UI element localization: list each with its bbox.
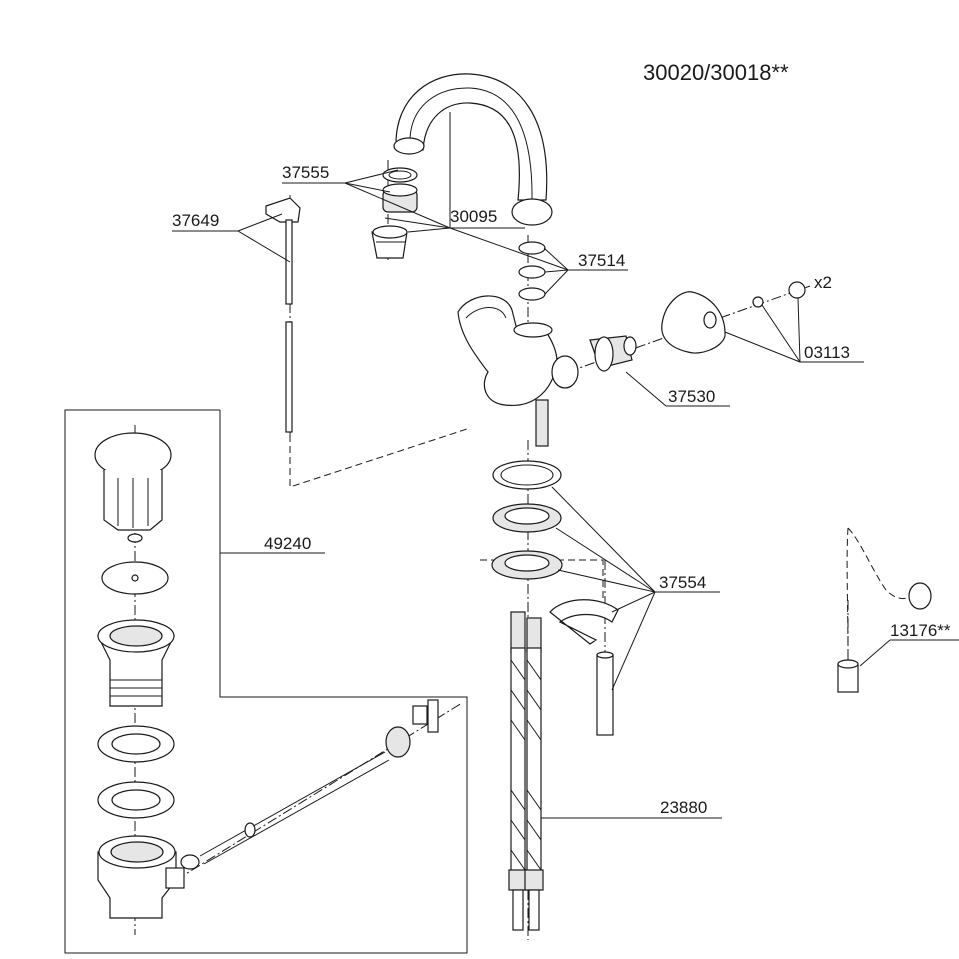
label-37514: 37514 — [578, 251, 625, 270]
handle-03113 — [661, 281, 806, 354]
label-37554: 37554 — [659, 573, 706, 592]
flexible-hoses-23880 — [508, 611, 544, 931]
label-03113: 03113 — [804, 343, 850, 362]
label-x2: x2 — [814, 273, 832, 292]
aerator-37555 — [371, 167, 418, 259]
waste-assembly-frame — [64, 409, 468, 954]
cartridge-37530 — [589, 335, 637, 372]
faucet-body — [457, 295, 579, 447]
label-30095: 30095 — [450, 207, 497, 226]
label-37649: 37649 — [172, 211, 219, 230]
mounting-kit-37554 — [491, 460, 619, 736]
model-number-title: 30020/30018** — [643, 60, 789, 85]
label-37530: 37530 — [668, 387, 715, 406]
assembly-axis-lines — [134, 160, 849, 940]
label-49240: 49240 — [264, 534, 311, 553]
leader-lines — [172, 112, 959, 819]
o-rings-37514 — [518, 241, 546, 301]
pop-up-waste-49240 — [94, 432, 439, 919]
label-37555: 37555 — [282, 163, 329, 182]
label-23880: 23880 — [660, 798, 707, 817]
spout-30095 — [393, 73, 553, 226]
part-labels: 37555 37649 30095 37514 x2 03113 37530 4… — [172, 163, 951, 817]
chain-stopper-13176 — [837, 527, 932, 693]
label-13176: 13176** — [890, 621, 951, 640]
lift-rod-37649 — [265, 197, 301, 433]
